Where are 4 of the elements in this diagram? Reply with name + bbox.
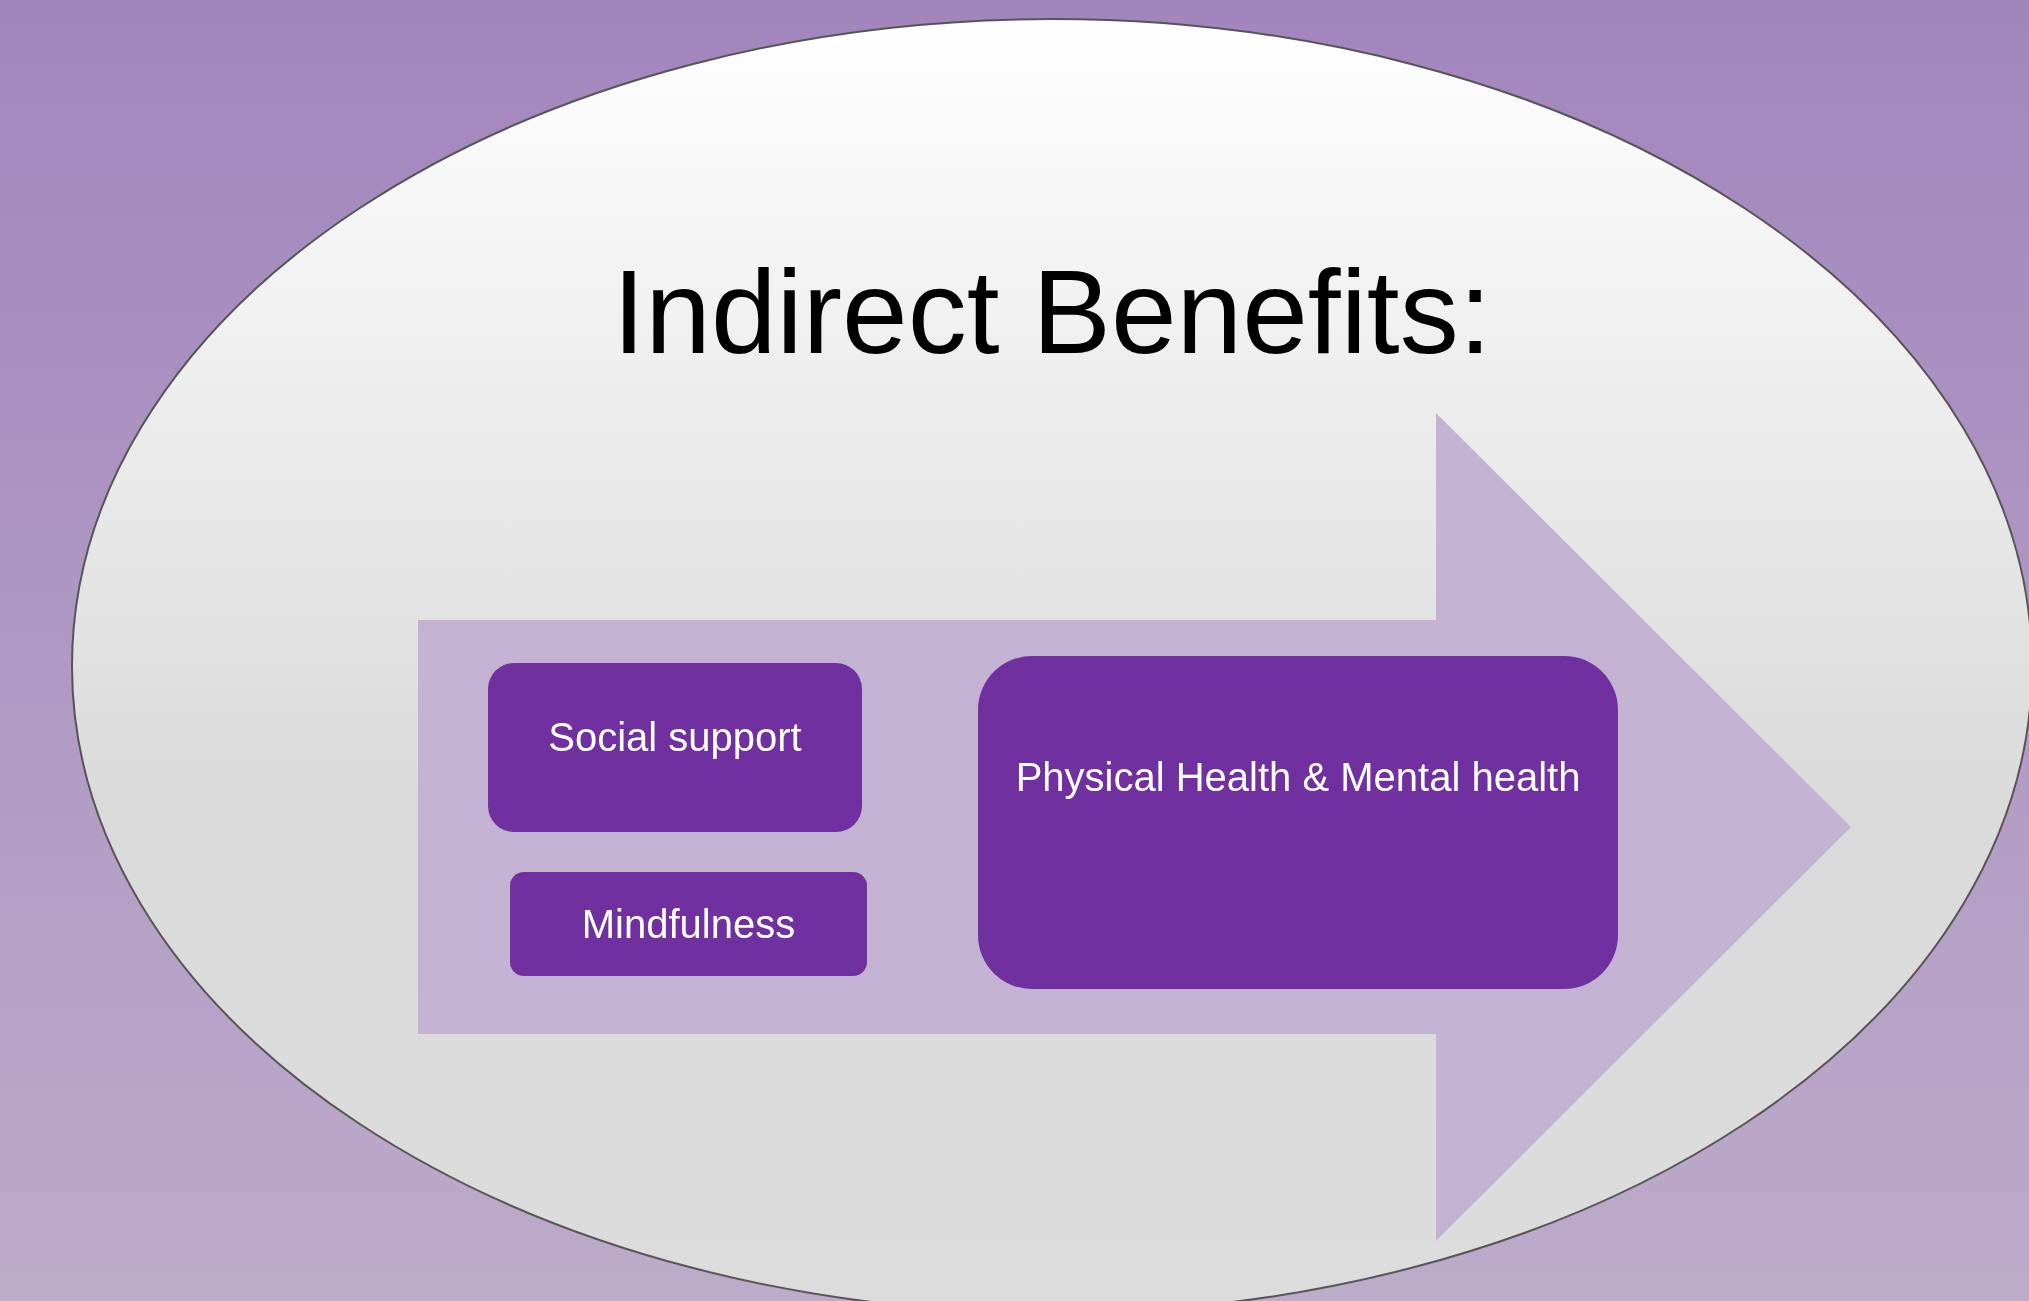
- heading: Indirect Benefits:: [611, 245, 1493, 380]
- rounded-box: Mindfulness: [510, 872, 867, 976]
- rounded-box: Social support: [488, 663, 862, 832]
- rounded-box: Physical Health & Mental health: [978, 656, 1618, 989]
